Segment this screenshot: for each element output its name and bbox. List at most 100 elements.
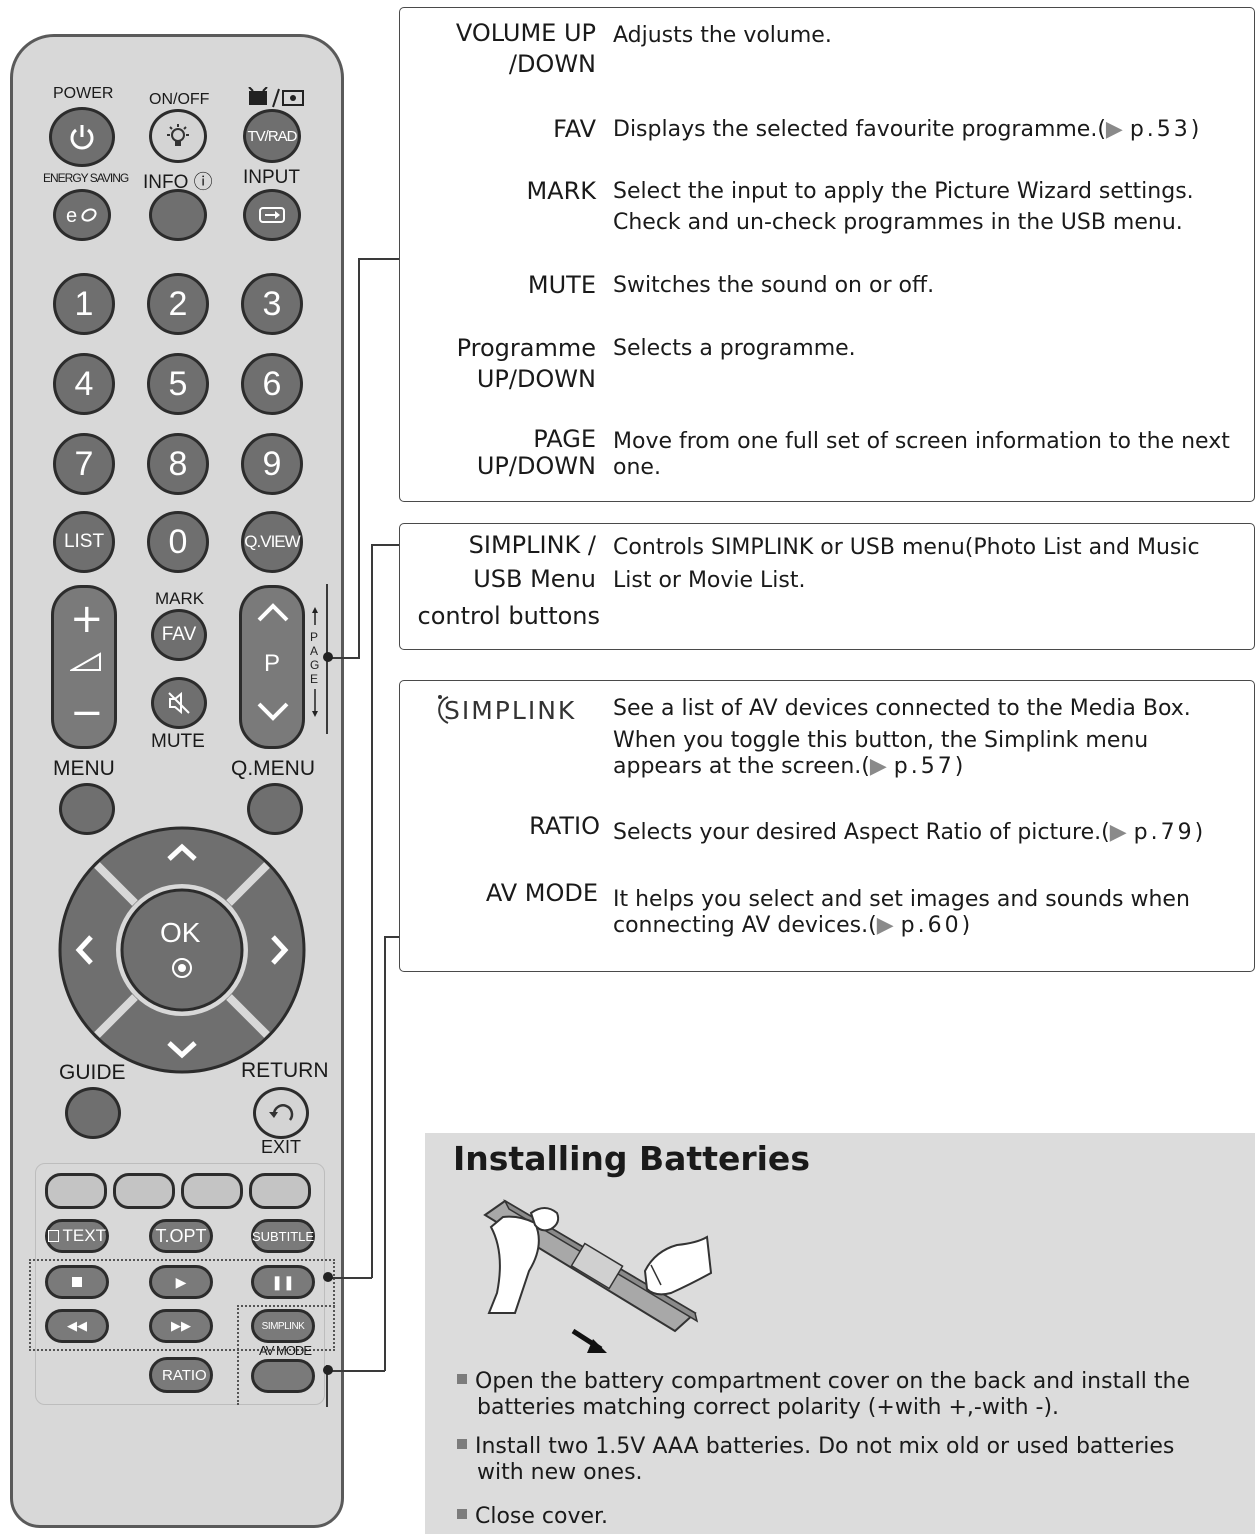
return-button[interactable] (253, 1087, 309, 1139)
simplink-button[interactable]: SIMPLINK (251, 1309, 315, 1343)
connector-line-box2-vert (371, 544, 373, 1278)
av-mode-button[interactable] (251, 1359, 315, 1393)
battery-step-1: Open the battery compartment cover on th… (457, 1369, 1190, 1395)
stop-button[interactable] (45, 1265, 109, 1299)
page-ref-arrow-icon: ▶ (1109, 820, 1127, 845)
avmode-term: AV MODE (485, 879, 598, 907)
pause-icon: ❚❚ (271, 1273, 295, 1290)
avmode-desc-2: connecting AV devices.(▶ p.60) (613, 912, 970, 939)
guide-label: GUIDE (59, 1061, 126, 1084)
navigation-pad[interactable] (57, 825, 307, 1075)
plus-icon: + (70, 596, 104, 642)
power-icon (70, 125, 94, 150)
mute-icon (168, 691, 190, 715)
digit-1-button[interactable]: 1 (53, 273, 115, 335)
programme-term: Programme UP/DOWN (456, 334, 596, 393)
ratio-desc-text: Selects your desired Aspect Ratio of pic… (613, 820, 1110, 845)
close-paren: ) (961, 913, 971, 938)
remote-control: POWER ON/OFF TV/RAD ENERGY SAVING INFO ⓘ… (10, 34, 344, 1528)
subtitle-button[interactable]: SUBTITLE (251, 1219, 315, 1253)
fast-forward-button[interactable]: ▶▶ (149, 1309, 213, 1343)
info-label: INFO ⓘ (143, 172, 213, 193)
volume-desc: Adjusts the volume. (613, 23, 832, 48)
digit-3-button[interactable]: 3 (241, 273, 303, 335)
connector-line-box3-vert (384, 936, 386, 1371)
mute-button[interactable] (151, 677, 207, 729)
fav-page-ref: p.53 (1129, 117, 1191, 142)
pause-button[interactable]: ❚❚ (251, 1265, 315, 1299)
rewind-icon: ◀◀ (67, 1318, 87, 1333)
battery-step-3-line-1: Close cover. (475, 1504, 609, 1529)
play-button[interactable]: ▶ (149, 1265, 213, 1299)
programme-rocker[interactable]: P (239, 585, 305, 749)
ratio-button[interactable]: RATIO (149, 1357, 213, 1393)
svg-text:G: G (310, 658, 319, 672)
programme-p-label: P (264, 650, 281, 677)
simplink-usb-term-1: SIMPLINK / (468, 531, 596, 559)
page-desc-2: one. (613, 455, 661, 480)
fav-term: FAV (553, 115, 596, 143)
energy-saving-button[interactable]: e (53, 189, 111, 241)
rewind-button[interactable]: ◀◀ (45, 1309, 109, 1343)
avmode-desc-2-text: connecting AV devices.( (613, 913, 877, 938)
fav-desc-text: Displays the selected favourite programm… (613, 117, 1106, 142)
simplink-page-ref: p.57 (893, 754, 955, 779)
list-button[interactable]: LIST (53, 511, 115, 573)
digit-4-button[interactable]: 4 (53, 353, 115, 415)
connector-dot-3 (323, 1365, 333, 1375)
ratio-desc: Selects your desired Aspect Ratio of pic… (613, 819, 1203, 846)
battery-step-3: Close cover. (457, 1504, 608, 1530)
qmenu-label: Q.MENU (231, 757, 315, 780)
color-key-2[interactable] (113, 1173, 175, 1209)
connector-bracket-avmode (326, 1365, 328, 1407)
power-button[interactable] (49, 107, 115, 167)
return-icon (269, 1104, 294, 1121)
input-icon (259, 207, 285, 223)
ratio-term: RATIO (529, 812, 600, 840)
input-label: INPUT (243, 167, 300, 188)
digit-0-button[interactable]: 0 (147, 511, 209, 573)
color-key-3[interactable] (181, 1173, 243, 1209)
digit-5-button[interactable]: 5 (147, 353, 209, 415)
topt-button[interactable]: T.OPT (149, 1219, 213, 1253)
simplink-logo: SIMPLINK (434, 691, 594, 727)
guide-button[interactable] (65, 1087, 121, 1139)
digit-6-button[interactable]: 6 (241, 353, 303, 415)
mute-term: MUTE (527, 271, 596, 299)
mute-desc: Switches the sound on or off. (613, 273, 935, 298)
tv-radio-button[interactable]: TV/RAD (243, 109, 301, 163)
chevron-up-icon (257, 603, 289, 622)
color-key-4[interactable] (249, 1173, 311, 1209)
info-button[interactable] (149, 189, 207, 241)
connector-dot-2 (323, 1272, 333, 1282)
bullet-square-icon (457, 1439, 467, 1449)
ok-button[interactable]: OK (160, 917, 201, 948)
qview-button[interactable]: Q.VIEW (241, 511, 303, 573)
connector-line-box2-top (371, 544, 400, 546)
connector-line-box1-top (358, 258, 400, 260)
input-button[interactable] (243, 189, 301, 241)
digit-2-button[interactable]: 2 (147, 273, 209, 335)
volume-rocker[interactable]: + − (51, 585, 117, 749)
menu-button[interactable] (59, 783, 115, 835)
svg-text:A: A (310, 644, 318, 658)
color-key-1[interactable] (45, 1173, 107, 1209)
digit-9-button[interactable]: 9 (241, 433, 303, 495)
fav-button[interactable]: FAV (151, 609, 207, 661)
chevron-down-icon (257, 702, 289, 721)
avmode-page-ref: p.60 (900, 913, 962, 938)
qmenu-button[interactable] (247, 783, 303, 835)
on-off-button[interactable] (149, 109, 207, 163)
volume-ramp-icon (70, 652, 101, 671)
text-button[interactable]: TEXT (45, 1219, 109, 1253)
page-ref-arrow-icon: ▶ (876, 913, 894, 938)
battery-step-1-cont: batteries matching correct polarity (+wi… (477, 1395, 1060, 1420)
stop-icon (72, 1277, 82, 1287)
bullet-square-icon (457, 1509, 467, 1519)
digit-7-button[interactable]: 7 (53, 433, 115, 495)
connector-dot-1 (323, 652, 333, 662)
connector-line-box2 (330, 1277, 372, 1279)
digit-8-button[interactable]: 8 (147, 433, 209, 495)
page-ref-arrow-icon: ▶ (869, 754, 887, 779)
battery-step-1-line-1: Open the battery compartment cover on th… (475, 1369, 1191, 1394)
